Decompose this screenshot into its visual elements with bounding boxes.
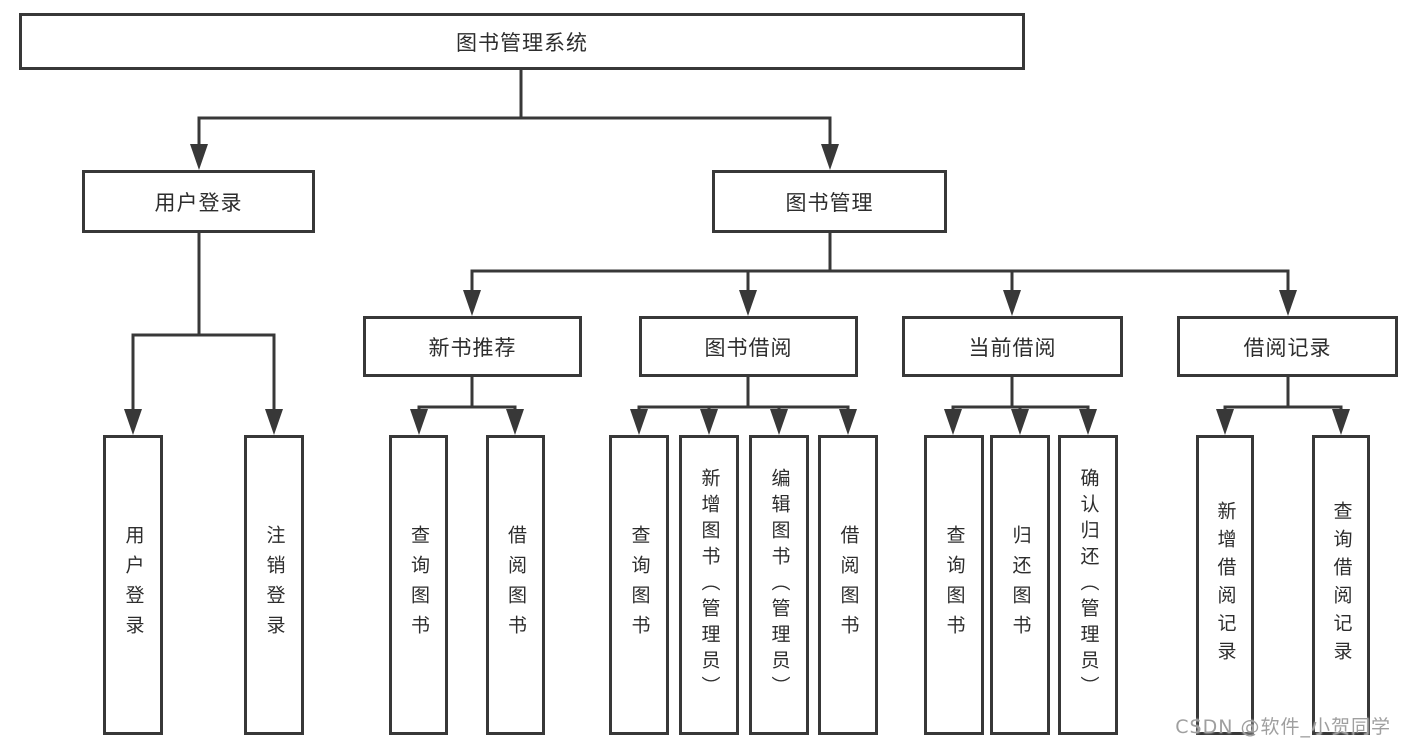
leaf-confirm-return-admin: 确认归还（管理员） [1058,435,1118,735]
leaf-query-borrow-record: 查询借阅记录 [1312,435,1370,735]
leaf-user-login: 用户登录 [103,435,163,735]
leaf-query-books-borrow: 查询图书 [609,435,669,735]
node-borrow-records: 借阅记录 [1177,316,1398,377]
leaf-borrow-books-recommend-label: 借阅图书 [505,525,527,645]
node-book-management: 图书管理 [712,170,947,233]
leaf-logout-label: 注销登录 [263,525,286,645]
leaf-return-books: 归还图书 [990,435,1050,735]
leaf-edit-book-admin-label: 编辑图书（管理员） [768,468,791,702]
leaf-logout: 注销登录 [244,435,304,735]
leaf-add-book-admin: 新增图书（管理员） [679,435,739,735]
leaf-query-books-current-label: 查询图书 [943,525,966,645]
leaf-query-books-recommend: 查询图书 [389,435,448,735]
leaf-edit-book-admin: 编辑图书（管理员） [749,435,809,735]
node-book-borrow: 图书借阅 [639,316,858,377]
leaf-query-borrow-record-label: 查询借阅记录 [1330,501,1353,669]
leaf-query-books-recommend-label: 查询图书 [408,525,430,645]
leaf-return-books-label: 归还图书 [1009,525,1032,645]
node-new-book-recommend: 新书推荐 [363,316,582,377]
arrowheads [124,144,1350,435]
leaf-add-borrow-record-label: 新增借阅记录 [1214,501,1237,669]
leaf-borrow-books-label: 借阅图书 [837,525,860,645]
leaf-borrow-books: 借阅图书 [818,435,878,735]
leaf-add-book-admin-label: 新增图书（管理员） [698,468,721,702]
leaf-confirm-return-admin-label: 确认归还（管理员） [1077,468,1100,702]
leaf-add-borrow-record: 新增借阅记录 [1196,435,1254,735]
leaf-user-login-label: 用户登录 [122,525,145,645]
node-current-borrow: 当前借阅 [902,316,1123,377]
leaf-borrow-books-recommend: 借阅图书 [486,435,545,735]
leaf-query-books-current: 查询图书 [924,435,984,735]
node-library-system: 图书管理系统 [19,13,1025,70]
csdn-watermark: CSDN @软件_小贺同学 [1175,716,1391,738]
leaf-query-books-borrow-label: 查询图书 [628,525,651,645]
node-user-login: 用户登录 [82,170,315,233]
